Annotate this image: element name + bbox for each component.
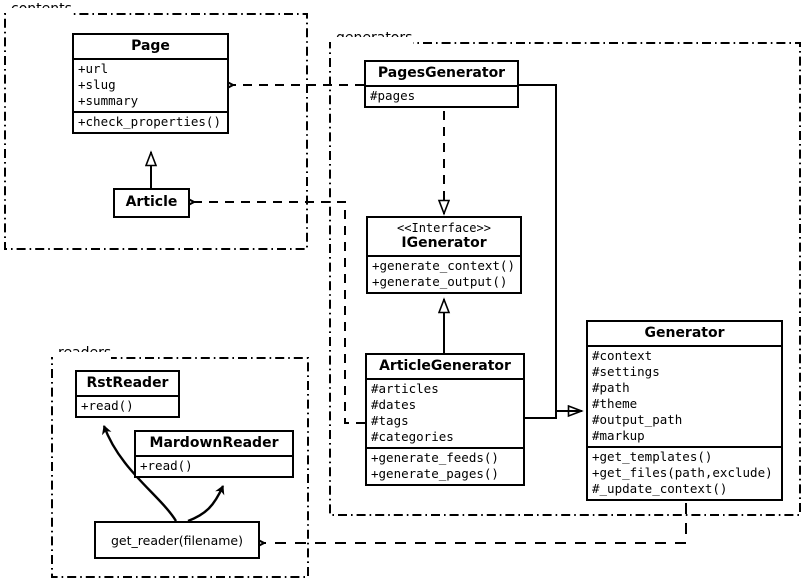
- operation: +get_files(path,exclude): [592, 465, 773, 480]
- class-mardown-reader[interactable]: MardownReader +read(): [134, 430, 294, 478]
- class-igenerator-stereotype: <<Interface>>: [397, 221, 491, 235]
- class-page-attributes: +url +slug +summary: [74, 58, 227, 111]
- class-mardown-reader-name: MardownReader: [149, 435, 279, 451]
- operation: +check_properties(): [78, 114, 221, 129]
- package-contents-label: contents: [8, 2, 75, 16]
- attribute: #pages: [370, 88, 416, 103]
- class-article-generator[interactable]: ArticleGenerator #articles #dates #tags …: [365, 353, 525, 486]
- class-igenerator-operations: +generate_context() +generate_output(): [368, 255, 520, 292]
- operation: +generate_feeds(): [371, 450, 499, 465]
- attribute: +summary: [78, 93, 139, 108]
- class-article[interactable]: Article: [113, 188, 190, 218]
- class-generator-operations: +get_templates() +get_files(path,exclude…: [588, 446, 781, 499]
- attribute: #theme: [592, 396, 638, 411]
- function-get-reader-label: get_reader(filename): [111, 532, 243, 548]
- class-page[interactable]: Page +url +slug +summary +check_properti…: [72, 33, 229, 134]
- function-get-reader[interactable]: get_reader(filename): [94, 521, 260, 559]
- attribute: #context: [592, 348, 653, 363]
- attribute: #categories: [371, 429, 454, 444]
- operation: +read(): [81, 398, 134, 413]
- attribute: #settings: [592, 364, 660, 379]
- attribute: #tags: [371, 413, 409, 428]
- class-pages-generator[interactable]: PagesGenerator #pages: [364, 60, 519, 108]
- attribute: +slug: [78, 77, 116, 92]
- class-generator[interactable]: Generator #context #settings #path #them…: [586, 320, 783, 501]
- class-pages-generator-name: PagesGenerator: [377, 65, 506, 81]
- attribute: #path: [592, 380, 630, 395]
- class-generator-attributes: #context #settings #path #theme #output_…: [588, 345, 781, 446]
- class-rst-reader[interactable]: RstReader +read(): [75, 370, 180, 418]
- operation: +generate_pages(): [371, 466, 499, 481]
- package-generators-label: generators: [333, 31, 416, 45]
- operation: +generate_context(): [372, 258, 515, 273]
- class-rst-reader-name: RstReader: [86, 375, 169, 391]
- class-rst-reader-operations: +read(): [77, 395, 178, 416]
- operation: +generate_output(): [372, 274, 508, 289]
- operation: #_update_context(): [592, 481, 728, 496]
- class-article-generator-operations: +generate_feeds() +generate_pages(): [367, 447, 523, 484]
- class-pages-generator-attributes: #pages: [366, 85, 517, 106]
- attribute: +url: [78, 61, 109, 76]
- operation: +get_templates(): [592, 449, 713, 464]
- attribute: #output_path: [592, 412, 683, 427]
- class-generator-name: Generator: [644, 325, 725, 341]
- class-article-generator-name: ArticleGenerator: [379, 358, 511, 374]
- attribute: #markup: [592, 428, 645, 443]
- class-article-name: Article: [125, 194, 178, 210]
- class-article-generator-attributes: #articles #dates #tags #categories: [367, 378, 523, 447]
- class-igenerator[interactable]: <<Interface>> IGenerator +generate_conte…: [366, 216, 522, 294]
- package-readers-label: readers: [55, 346, 115, 360]
- class-mardown-reader-operations: +read(): [136, 455, 292, 476]
- operation: +read(): [140, 458, 193, 473]
- attribute: #articles: [371, 381, 439, 396]
- attribute: #dates: [371, 397, 417, 412]
- class-igenerator-name: IGenerator: [401, 235, 487, 251]
- class-page-name: Page: [131, 38, 170, 54]
- class-page-operations: +check_properties(): [74, 111, 227, 132]
